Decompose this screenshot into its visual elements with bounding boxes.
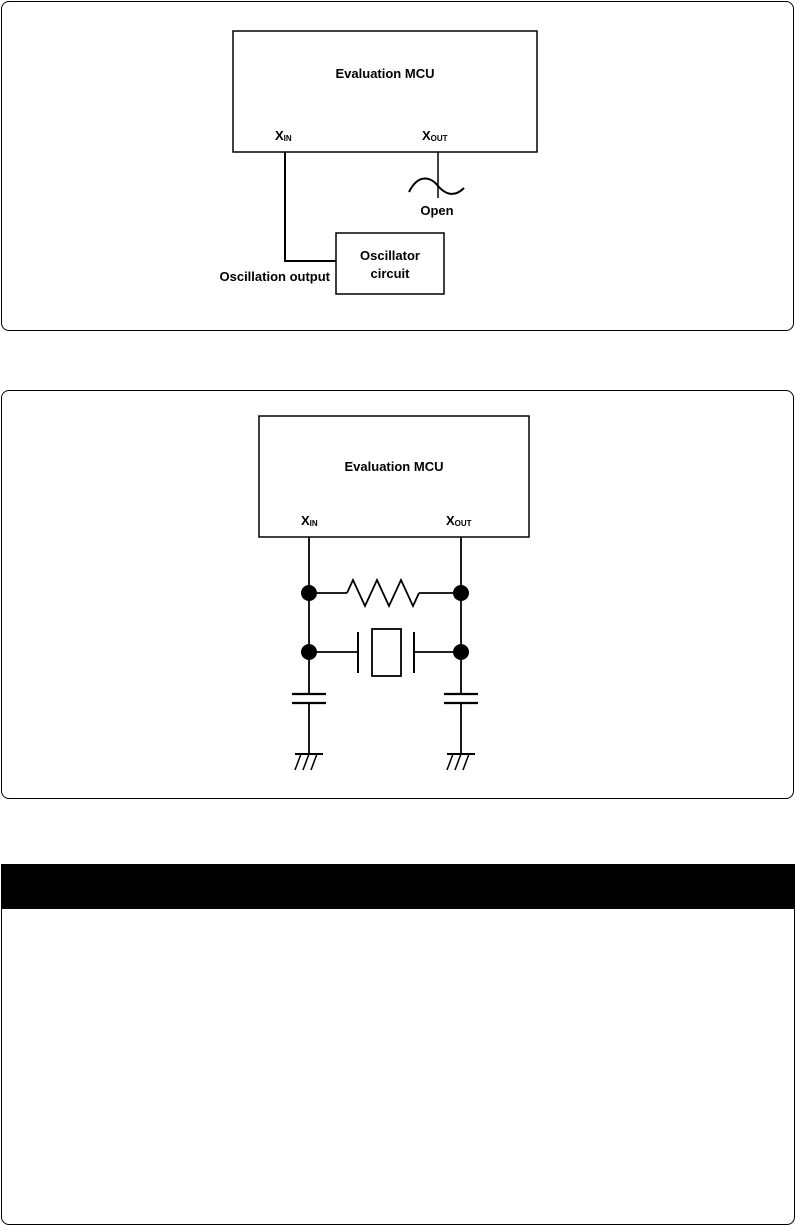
open-label: Open <box>420 203 453 218</box>
ground-icon <box>294 753 323 771</box>
crystal-resonator <box>371 628 402 677</box>
xout-pin-label: XOUT <box>422 128 448 143</box>
xin-pin-label: XIN <box>275 128 292 143</box>
crystal-oscillator-diagram: Evaluation MCU XIN XOUT <box>258 415 530 771</box>
oscillator-label-line2: circuit <box>370 266 410 281</box>
note-header-bar <box>2 865 794 909</box>
junction-dot <box>453 585 469 601</box>
oscillation-output-label: Oscillation output <box>220 269 331 284</box>
mcu-label: Evaluation MCU <box>345 459 444 474</box>
open-break-symbol <box>408 177 465 195</box>
mcu-box <box>258 415 530 538</box>
note-box <box>1 864 795 1225</box>
ground-icon <box>446 753 475 771</box>
oscillator-circuit-box <box>335 232 445 295</box>
junction-dot <box>301 644 317 660</box>
oscillator-label-line1: Oscillator <box>360 248 420 263</box>
feedback-resistor <box>346 577 420 609</box>
mcu-label: Evaluation MCU <box>336 66 435 81</box>
external-oscillator-diagram: Evaluation MCU XIN XOUT Open Oscillator … <box>220 30 538 295</box>
xin-pin-label: XIN <box>301 513 318 528</box>
xin-wire <box>284 152 336 262</box>
junction-dot <box>453 644 469 660</box>
junction-dot <box>301 585 317 601</box>
diagram-panel-crystal-oscillator: Evaluation MCU XIN XOUT <box>1 390 794 799</box>
xout-pin-label: XOUT <box>446 513 472 528</box>
diagram-panel-external-oscillator: Evaluation MCU XIN XOUT Open Oscillator … <box>1 1 794 331</box>
mcu-box <box>232 30 538 153</box>
